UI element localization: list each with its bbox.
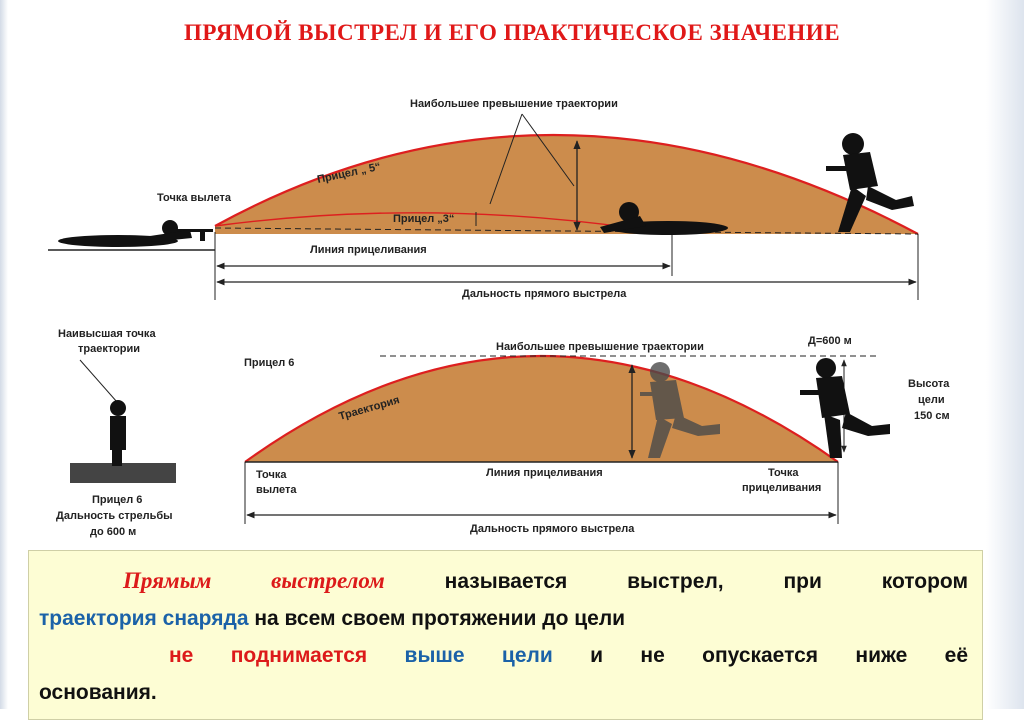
trench-block	[70, 463, 176, 483]
prone-target-silhouette	[600, 202, 728, 235]
definition-text-2: на всем своем протяжении до цели	[248, 607, 626, 630]
direct-shot-diagram: Наибольшее превышение траектории Прицел …	[48, 98, 950, 538]
definition-blue-1: траектория снаряда	[39, 607, 249, 630]
definition-line-2: траектория снаряда на всем своем протяже…	[39, 600, 968, 637]
bottom-aim-point-line2: прицеливания	[742, 482, 821, 494]
standing-soldier-silhouette	[110, 400, 126, 466]
slide-edge-left	[0, 0, 8, 709]
bottom-sight-label: Прицел 6	[244, 357, 294, 369]
top-label-pointer-2	[521, 113, 575, 187]
side-caption-line3: до 600 м	[90, 526, 136, 538]
top-departure-label: Точка вылета	[157, 192, 232, 204]
slide-title: ПРЯМОЙ ВЫСТРЕЛ И ЕГО ПРАКТИЧЕСКОЕ ЗНАЧЕН…	[183, 20, 841, 45]
side-caption-line2: Дальность стрельбы	[56, 510, 173, 522]
definition-line-3: не поднимается выше цели и не опускается…	[39, 637, 968, 674]
definition-line-1: Прямым выстрелом называется выстрел, при…	[39, 562, 968, 600]
bottom-target-silhouette	[800, 358, 890, 458]
definition-box: Прямым выстрелом называется выстрел, при…	[28, 550, 983, 720]
side-caption-line1: Прицел 6	[92, 494, 142, 506]
bottom-max-height-label: Наибольшее превышение траектории	[496, 341, 704, 353]
top-sight3-label: Прицел „3“	[393, 213, 454, 225]
definition-blue-2: выше цели	[404, 644, 553, 667]
top-max-height-label: Наибольшее превышение траектории	[410, 98, 618, 110]
target-height-line1: Высота	[908, 378, 950, 390]
bottom-distance-label: Д=600 м	[808, 335, 852, 347]
bottom-trajectory-diagram: Прицел 6 Траектория Наибольшее превышени…	[244, 335, 950, 535]
top-trajectory-area	[215, 134, 918, 234]
apex-pointer	[79, 359, 118, 403]
definition-text-1: называется выстрел, при котором	[384, 570, 968, 593]
running-target-silhouette	[826, 133, 914, 232]
apex-label-line2: траектории	[78, 343, 140, 355]
apex-side-panel: Наивысшая точка траектории Прицел 6 Даль…	[56, 328, 176, 538]
slide-edge-right	[986, 0, 1024, 709]
apex-label-line1: Наивысшая точка	[58, 328, 156, 340]
definition-line-4: основания.	[39, 674, 968, 711]
bottom-departure-line1: Точка	[256, 469, 287, 481]
definition-text-3: и не опускается ниже её	[552, 644, 968, 667]
top-aim-line	[214, 227, 919, 235]
bottom-departure-line2: вылета	[256, 484, 297, 496]
ghost-runner-silhouette	[640, 362, 720, 458]
bottom-range-label: Дальность прямого выстрела	[470, 523, 635, 535]
top-trajectory-curve	[214, 133, 919, 235]
top-label-pointer-1	[489, 113, 523, 205]
definition-red-1: не поднимается	[169, 644, 368, 667]
top-trajectory-diagram: Наибольшее превышение траектории Прицел …	[48, 98, 919, 300]
prone-shooter-silhouette	[58, 220, 213, 247]
definition-term: Прямым выстрелом	[123, 568, 385, 593]
target-height-line2: цели	[918, 394, 945, 406]
definition-text-4: основания.	[39, 681, 157, 704]
top-range-label: Дальность прямого выстрела	[462, 288, 627, 300]
target-height-line3: 150 см	[914, 410, 950, 422]
bottom-aim-line-label: Линия прицеливания	[486, 467, 603, 479]
bottom-aim-point-line1: Точка	[768, 467, 799, 479]
top-aim-line-label: Линия прицеливания	[310, 244, 427, 256]
